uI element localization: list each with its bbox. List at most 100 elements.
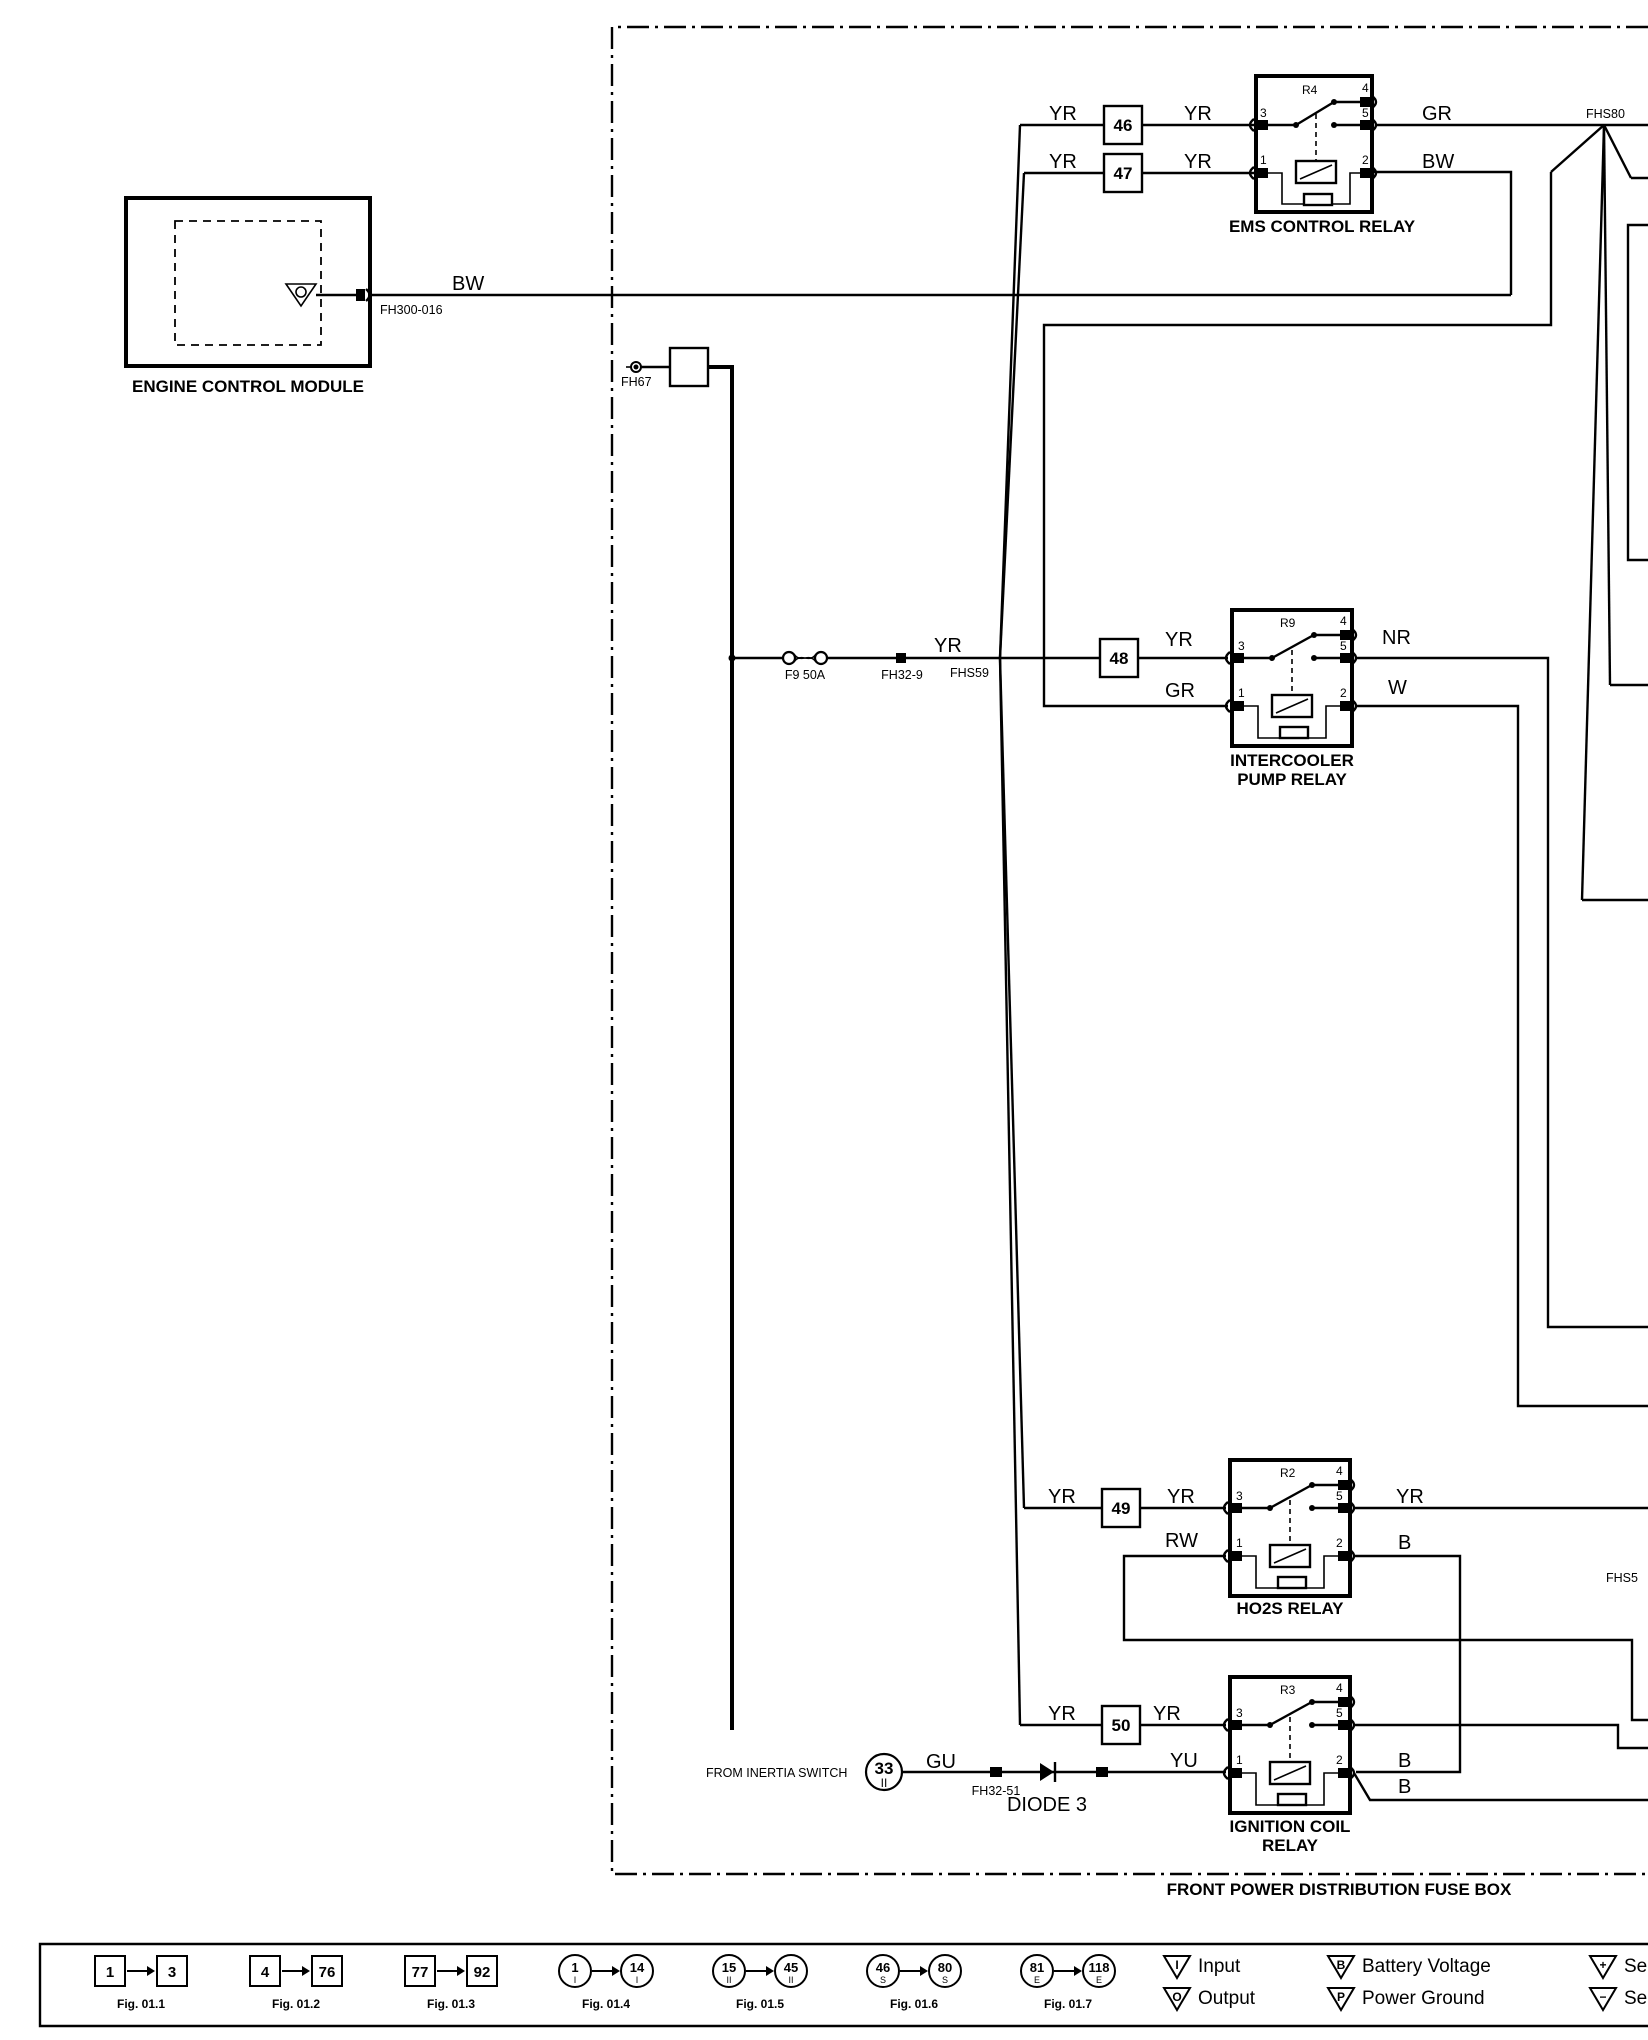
ems-control-relay: YR YR R4 3 1 4 5 2 EMS CONTROL RELAY GR … [1142, 74, 1648, 236]
svg-text:YR: YR [1167, 1486, 1195, 1508]
legend-key: + Se [1588, 1955, 1647, 1980]
svg-text:EMS CONTROL RELAY: EMS CONTROL RELAY [1229, 217, 1416, 236]
svg-text:BW: BW [1422, 151, 1454, 173]
wire-label-bw-ecm: BW [452, 273, 484, 295]
svg-text:NR: NR [1382, 627, 1411, 649]
svg-text:Fig. 01.5: Fig. 01.5 [736, 1997, 784, 2011]
svg-text:50: 50 [1112, 1716, 1131, 1735]
svg-text:I: I [636, 1975, 639, 1985]
svg-text:14: 14 [630, 1960, 645, 1975]
svg-text:R4: R4 [1302, 83, 1318, 97]
link-49: 49 [1100, 1487, 1142, 1529]
svg-text:HO2S RELAY: HO2S RELAY [1236, 1599, 1344, 1618]
svg-text:RELAY: RELAY [1262, 1836, 1319, 1855]
svg-text:R2: R2 [1280, 1466, 1296, 1480]
svg-text:P: P [1337, 1990, 1345, 2004]
svg-text:FH32-51: FH32-51 [972, 1784, 1021, 1798]
svg-text:YR: YR [1048, 1486, 1076, 1508]
fhs59-label: FHS59 [950, 666, 989, 680]
diode-icon [1040, 1763, 1054, 1781]
svg-text:Fig. 01.6: Fig. 01.6 [890, 1997, 938, 2011]
svg-text:77: 77 [412, 1964, 429, 1981]
svg-text:S: S [942, 1975, 948, 1985]
svg-text:YR: YR [1048, 1703, 1076, 1725]
svg-text:IGNITION COIL: IGNITION COIL [1230, 1817, 1351, 1836]
fuse-label: F9 50A [785, 668, 826, 682]
link-50: 50 [1100, 1704, 1142, 1746]
svg-text:II: II [881, 1776, 888, 1790]
wire-label-yr-main: YR [934, 635, 962, 657]
inertia-switch-feed: FROM INERTIA SWITCH 33 II GU FH32-51 DIO… [706, 1750, 1226, 1816]
engine-control-module: ENGINE CONTROL MODULE FH300-016 [124, 196, 443, 396]
svg-text:45: 45 [784, 1960, 798, 1975]
svg-text:5: 5 [1362, 106, 1369, 120]
svg-text:GU: GU [926, 1751, 956, 1773]
svg-text:2: 2 [1336, 1753, 1343, 1767]
svg-text:GR: GR [1165, 680, 1195, 702]
svg-text:3: 3 [1236, 1489, 1243, 1503]
svg-text:3: 3 [1260, 106, 1267, 120]
svg-text:5: 5 [1336, 1706, 1343, 1720]
svg-text:Power Ground: Power Ground [1362, 1988, 1485, 2009]
svg-text:YR: YR [1165, 629, 1193, 651]
svg-text:4: 4 [1336, 1464, 1343, 1478]
link-48: 48 [1098, 637, 1140, 679]
svg-text:+: + [1599, 1958, 1606, 1972]
wire-label-yr-47a: YR [1049, 151, 1077, 173]
svg-text:1: 1 [1236, 1536, 1243, 1550]
legend-key: −Se [1588, 1987, 1647, 2012]
svg-text:1: 1 [106, 1964, 114, 1981]
svg-text:Battery Voltage: Battery Voltage [1362, 1956, 1491, 1977]
svg-text:RW: RW [1165, 1530, 1198, 1552]
svg-text:O: O [1172, 1990, 1181, 2004]
fusebox-border [610, 25, 1648, 1876]
svg-text:Fig. 01.3: Fig. 01.3 [427, 1997, 475, 2011]
svg-text:DIODE 3: DIODE 3 [1007, 1794, 1087, 1816]
svg-text:II: II [726, 1975, 731, 1985]
svg-text:76: 76 [319, 1964, 336, 1981]
svg-text:3: 3 [1238, 639, 1245, 653]
svg-text:YR: YR [1184, 151, 1212, 173]
svg-text:Se: Se [1624, 1956, 1647, 1977]
svg-text:Fig. 01.7: Fig. 01.7 [1044, 1997, 1092, 2011]
fhs5-label: FHS5 [1606, 1571, 1638, 1585]
svg-text:E: E [1034, 1975, 1040, 1985]
svg-text:I: I [574, 1975, 577, 1985]
ho2s-relay: YR YR RW R2 3 1 4 5 2 HO2S RELAY YR [1024, 1458, 1648, 1774]
ignition-coil-relay: YR YR R3 3 1 4 5 2 IGNITION COIL RELAY B [1020, 1675, 1648, 1855]
fh32-9-label: FH32-9 [881, 668, 923, 682]
svg-text:2: 2 [1340, 686, 1347, 700]
svg-text:FROM INERTIA SWITCH: FROM INERTIA SWITCH [706, 1766, 847, 1780]
svg-text:1: 1 [571, 1960, 578, 1975]
svg-text:47: 47 [1114, 164, 1133, 183]
svg-text:I: I [1175, 1958, 1178, 1972]
svg-text:YU: YU [1170, 1750, 1198, 1772]
fuse-f9: F9 50A [781, 650, 829, 682]
svg-text:3: 3 [168, 1964, 176, 1981]
svg-text:15: 15 [722, 1960, 736, 1975]
wire-label-yr-46a: YR [1049, 103, 1077, 125]
svg-text:E: E [1096, 1975, 1102, 1985]
link-46: 46 [1102, 104, 1144, 146]
intercooler-pump-relay: YR GR R9 3 1 4 5 2 INTERCOOLER PUMP RELA… [1138, 608, 1648, 1408]
svg-text:4: 4 [1336, 1681, 1343, 1695]
svg-text:Fig. 01.1: Fig. 01.1 [117, 1997, 165, 2011]
svg-text:Fig. 01.2: Fig. 01.2 [272, 1997, 320, 2011]
svg-text:GR: GR [1422, 103, 1452, 125]
svg-text:W: W [1388, 677, 1407, 699]
svg-text:92: 92 [474, 1964, 491, 1981]
svg-text:5: 5 [1340, 639, 1347, 653]
svg-text:33: 33 [875, 1759, 894, 1778]
svg-text:49: 49 [1112, 1499, 1131, 1518]
svg-text:4: 4 [1362, 81, 1369, 95]
svg-text:48: 48 [1110, 649, 1129, 668]
svg-text:5: 5 [1336, 1489, 1343, 1503]
svg-text:2: 2 [1362, 153, 1369, 167]
